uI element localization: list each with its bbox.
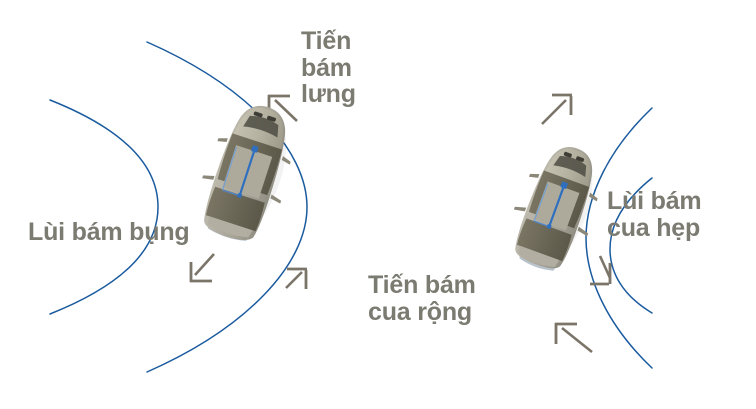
- label-tien-bam-lung: Tiến bám lưng: [301, 27, 356, 108]
- car-left: [202, 105, 291, 241]
- car-right-steering-overlay: [533, 181, 569, 230]
- left-outer-arc-real: [146, 41, 308, 373]
- left-inner-arc-real: [49, 99, 159, 315]
- right-outer-arc-real: [585, 107, 653, 369]
- arrow-tien-bam-cua-rong: [554, 322, 593, 354]
- arrow-left-outer-up: [285, 267, 308, 289]
- arrow-right-upper-up: [541, 93, 573, 125]
- label-lui-bam-bung: Lùi bám bụng: [28, 218, 190, 246]
- car-right: [513, 147, 598, 271]
- right-inner-arc-real: [609, 177, 653, 314]
- arrow-layer: [189, 93, 612, 354]
- arrow-lui-bam-cua-hep: [590, 255, 612, 286]
- car-left-steering-overlay: [222, 145, 259, 199]
- arrow-lui-bam-bung: [189, 253, 215, 283]
- label-lui-bam-cua-hep: Lùi bám cua hẹp: [607, 187, 702, 242]
- arc-layer-real: [49, 41, 653, 373]
- label-tien-bam-cua-rong: Tiến bám cua rộng: [368, 271, 476, 326]
